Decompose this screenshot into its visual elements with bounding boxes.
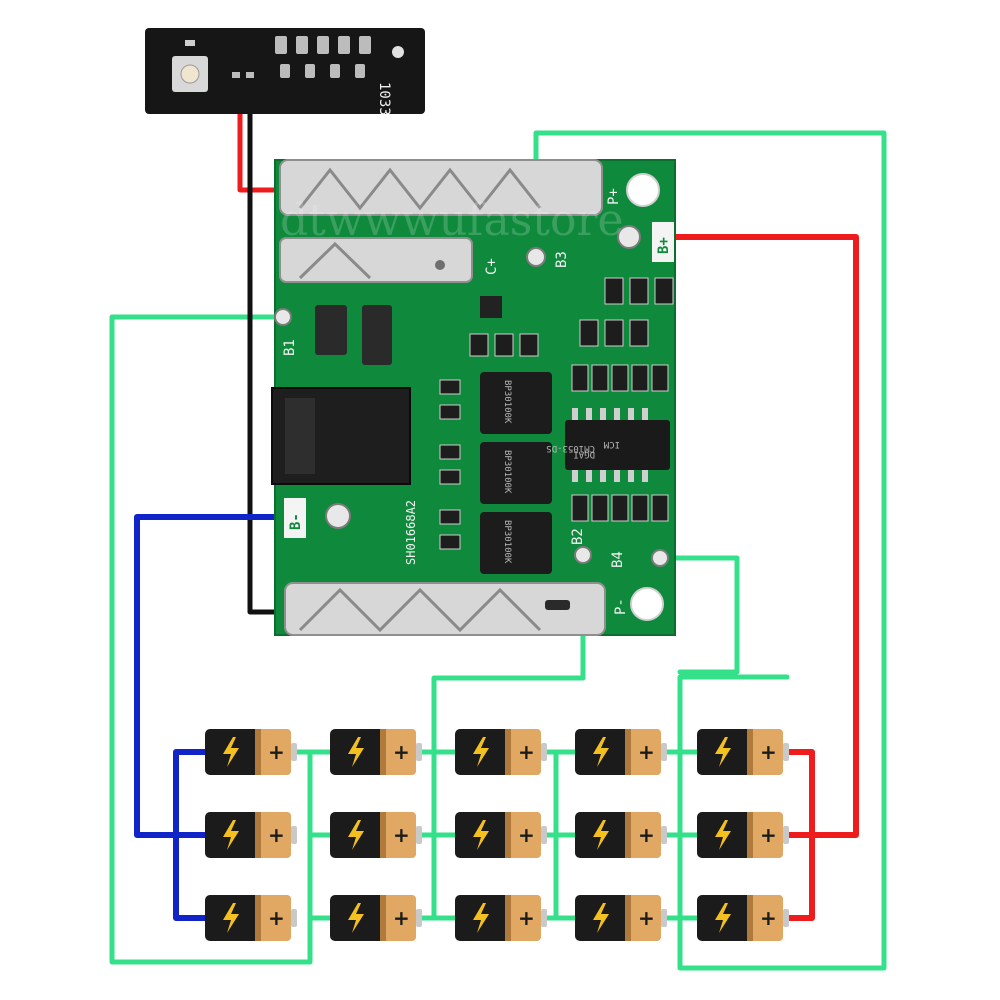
battery-plus-sign: + (393, 906, 410, 930)
pad-b2 (574, 546, 592, 564)
battery-cell: + (455, 729, 547, 775)
battery-plus-sign: + (268, 823, 285, 847)
bms-pcb: BP30100K BP30100K BP30100K CM1053-DS DGA… (271, 159, 676, 636)
wire-b-minus (134, 514, 338, 838)
battery-cell: + (697, 895, 789, 941)
watermark: dtwwwufastore (280, 195, 624, 246)
label-b-plus: B+ (656, 237, 672, 254)
battery-cell: + (455, 895, 547, 941)
wire-b1 (109, 314, 333, 965)
label-b4: B4 (610, 551, 626, 568)
mounting-hole (626, 173, 660, 207)
label-c-plus: C+ (484, 258, 500, 275)
pad-b-minus (325, 503, 351, 529)
battery-cell: + (205, 812, 297, 858)
mosfet-label-3: BP30100K (502, 520, 512, 564)
control-ic: CM1053-DS DGAI ICM (546, 408, 670, 482)
battery-plus-sign: + (518, 906, 535, 930)
battery-pack: + + + + + + + + + + + + + + + (205, 729, 789, 941)
battery-cell: + (575, 729, 667, 775)
label-b2: B2 (570, 528, 586, 545)
chip-label: CM1053-DS (546, 443, 595, 453)
terminal-p-minus (284, 582, 606, 636)
pad-b3 (526, 247, 546, 267)
battery-cell: + (205, 729, 297, 775)
pad-b1 (274, 308, 292, 326)
chip-label-3: ICM (603, 439, 620, 449)
indicator-label: 1033 (376, 82, 392, 116)
battery-cell: + (575, 895, 667, 941)
battery-cell: + (697, 812, 789, 858)
mosfet-label: BP30100K (502, 380, 512, 424)
battery-plus-sign: + (638, 740, 655, 764)
battery-cell: + (330, 895, 422, 941)
label-b3: B3 (554, 251, 570, 268)
battery-plus-sign: + (760, 906, 777, 930)
wire-blue-parallel (173, 749, 208, 921)
battery-cell: + (330, 812, 422, 858)
battery-cell: + (455, 812, 547, 858)
wire-b4 (657, 555, 740, 675)
battery-plus-sign: + (268, 740, 285, 764)
diode (315, 305, 347, 355)
battery-plus-sign: + (393, 740, 410, 764)
battery-plus-sign: + (638, 906, 655, 930)
label-p-minus: P- (613, 598, 629, 615)
battery-plus-sign: + (760, 740, 777, 764)
chip-label-2: DGAI (573, 449, 595, 459)
battery-plus-sign: + (393, 823, 410, 847)
pad-b-plus (617, 225, 641, 249)
wire-indicator-red (237, 105, 293, 193)
switch-button-icon (180, 64, 200, 84)
terminal-p-plus (279, 159, 603, 216)
battery-cell: + (575, 812, 667, 858)
smd-passives (439, 277, 674, 550)
mounting-hole (630, 587, 664, 621)
battery-cell: + (330, 729, 422, 775)
label-b-minus: B- (288, 513, 304, 530)
mosfets: BP30100K BP30100K BP30100K (480, 372, 552, 574)
wire-b3 (533, 130, 887, 971)
battery-plus-sign: + (268, 906, 285, 930)
label-b1: B1 (282, 339, 298, 356)
label-p-plus: P+ (606, 188, 622, 205)
pad-b4 (651, 549, 669, 567)
indicator-board: 1033 (145, 28, 425, 116)
battery-plus-sign: + (638, 823, 655, 847)
schottky (362, 305, 392, 365)
wire-b-plus (629, 234, 859, 838)
battery-cell: + (205, 895, 297, 941)
battery-plus-sign: + (518, 823, 535, 847)
battery-cell: + (697, 729, 789, 775)
battery-plus-sign: + (760, 823, 777, 847)
mosfet-label-2: BP30100K (502, 450, 512, 494)
label-board-code: SH01668A2 (404, 500, 418, 565)
battery-plus-sign: + (518, 740, 535, 764)
